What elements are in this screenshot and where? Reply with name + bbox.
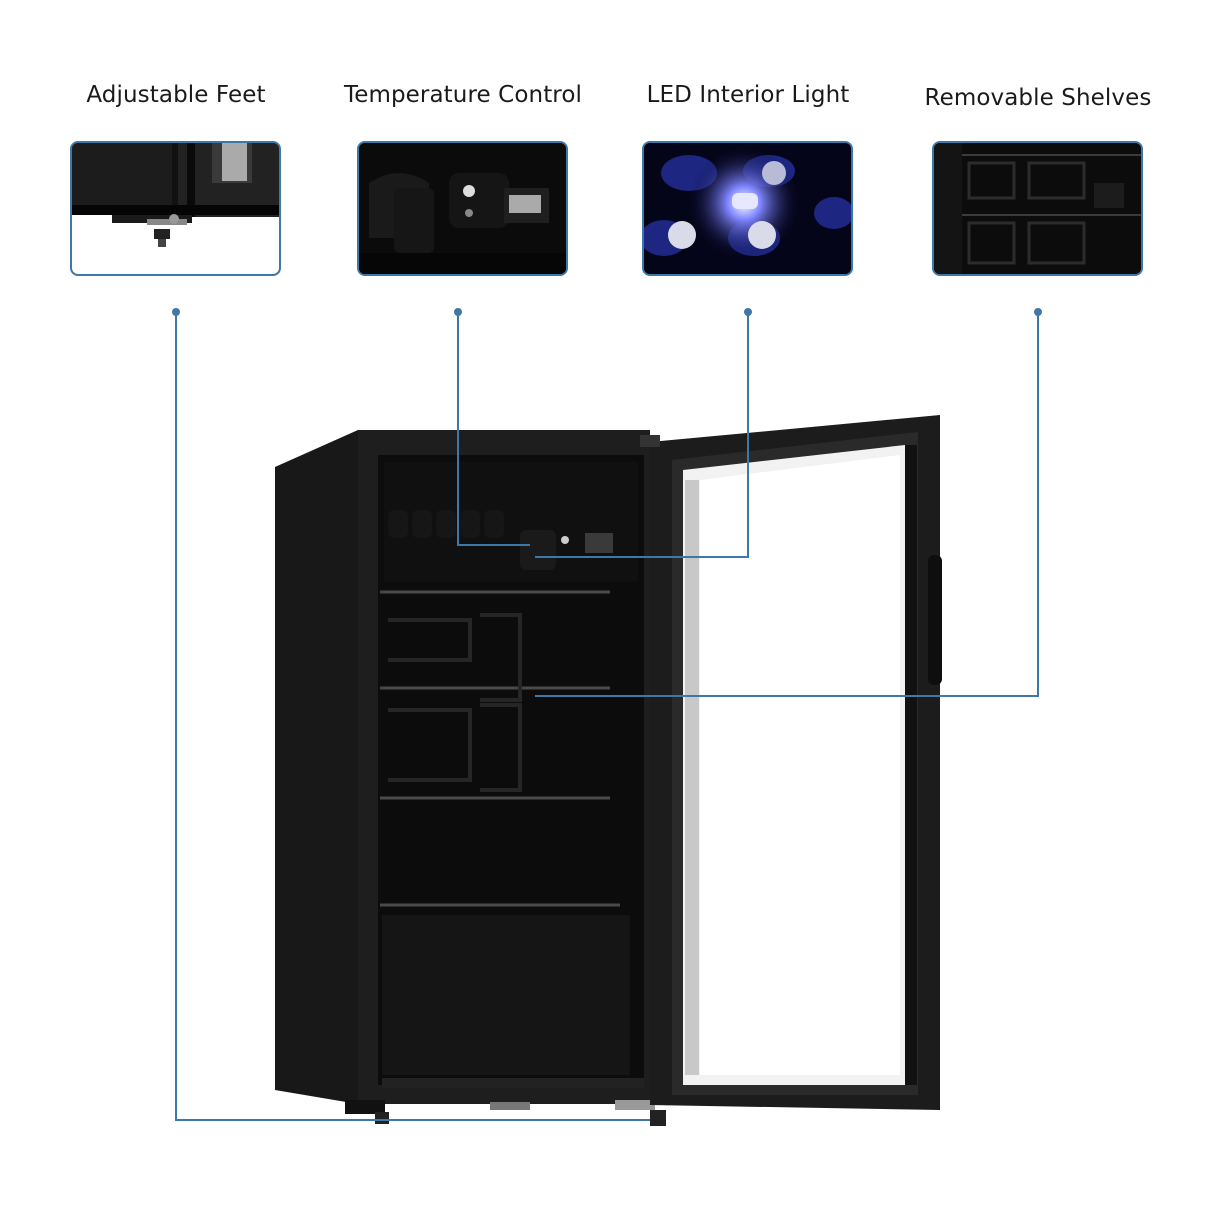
wire-shelves <box>380 590 620 907</box>
adjustable-feet-thumbnail <box>70 141 281 276</box>
led-interior-light-thumbnail <box>642 141 853 276</box>
door-handle <box>928 555 942 685</box>
callout-lines <box>175 312 1039 1121</box>
feature-label-led-interior-light: LED Interior Light <box>646 82 850 108</box>
feature-label-adjustable-feet: Adjustable Feet <box>86 82 266 108</box>
removable-shelves-thumbnail <box>932 141 1143 276</box>
evaporator-coils <box>388 613 522 792</box>
temperature-control-thumbnail <box>357 141 568 276</box>
feature-label-removable-shelves: Removable Shelves <box>924 85 1152 111</box>
feature-label-temperature-control: Temperature Control <box>343 82 583 108</box>
bottom-bin <box>382 915 630 1075</box>
fridge-side-panel <box>275 430 358 1104</box>
callout-dots <box>172 308 1042 316</box>
